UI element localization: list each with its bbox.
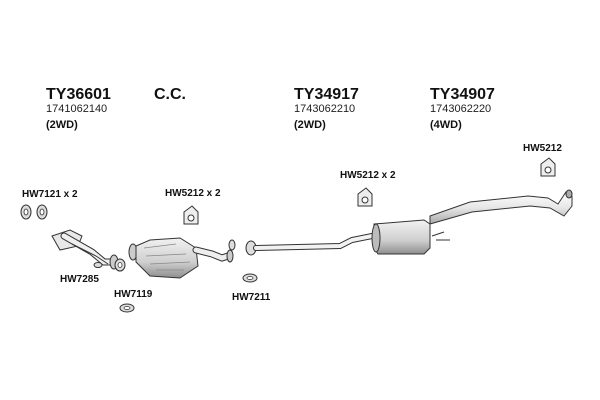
oem-number-ty36601: 1741062140 <box>46 103 108 115</box>
label-hw7211: HW7211 <box>232 292 271 303</box>
part-code-cc: C.C. <box>154 86 186 103</box>
gasket-hw7211-icon <box>228 239 258 283</box>
part-code-ty36601: TY36601 <box>46 86 111 103</box>
front-pipe-ty36601 <box>51 229 119 270</box>
centre-pipe-ty34917 <box>245 233 375 256</box>
label-hw5212-right: HW5212 <box>523 143 562 154</box>
gasket-hw7119-icon <box>119 303 135 313</box>
label-hw7121: HW7121 x 2 <box>22 189 78 200</box>
rear-silencer-ty34907 <box>371 189 573 255</box>
drive-type-ty34907: (4WD) <box>430 119 462 131</box>
oem-number-ty34907: 1743062220 <box>430 103 492 115</box>
label-hw5212-center: HW5212 x 2 <box>340 170 396 181</box>
label-hw7285: HW7285 <box>60 274 99 285</box>
oem-number-ty34917: 1743062210 <box>294 103 356 115</box>
rubber-mount-hw5212-center-icon <box>357 187 373 207</box>
label-hw7119: HW7119 <box>114 289 153 300</box>
drive-type-ty34917: (2WD) <box>294 119 326 131</box>
catalytic-converter <box>128 237 234 279</box>
part-code-ty34917: TY34917 <box>294 86 359 103</box>
label-hw5212-mid: HW5212 x 2 <box>165 188 221 199</box>
gasket-hw7285-icon <box>93 258 126 272</box>
rubber-mount-hw5212-mid-icon <box>183 205 199 225</box>
drive-type-ty36601: (2WD) <box>46 119 78 131</box>
rubber-mount-hw5212-right-icon <box>540 157 556 177</box>
gasket-hw7121-icon <box>20 204 48 220</box>
part-code-ty34907: TY34907 <box>430 86 495 103</box>
